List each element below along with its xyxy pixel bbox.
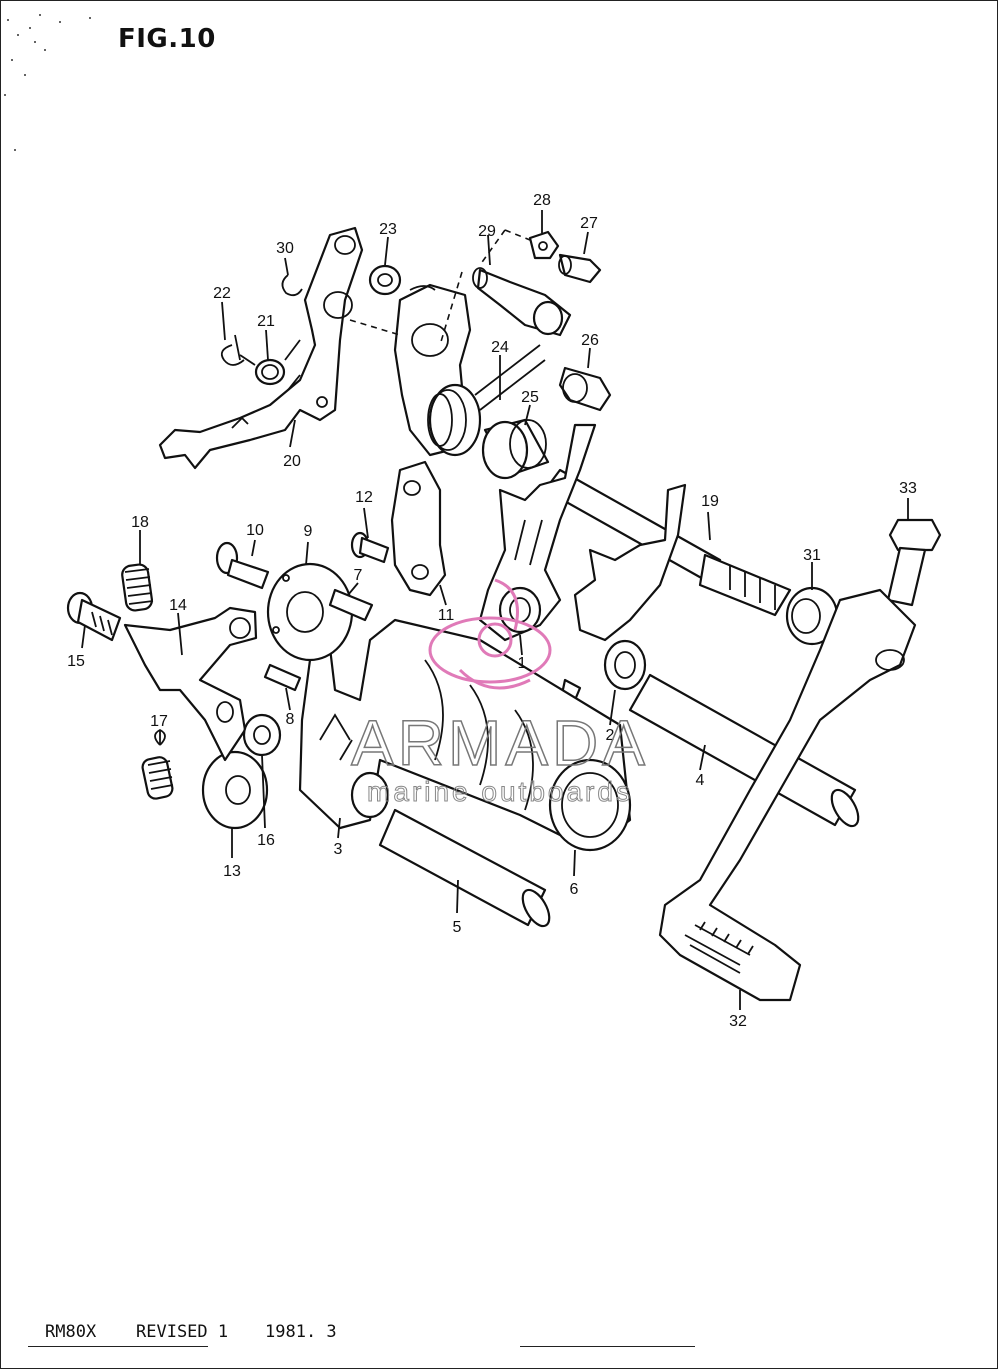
footer-rule-left [28,1346,208,1347]
part-label-26: 26 [581,332,599,349]
part-label-16: 16 [257,832,275,849]
pedal-bolt [886,518,942,607]
figure-title: FIG.10 [118,24,216,54]
part-label-3: 3 [334,841,343,858]
part-label-17: 17 [150,713,168,730]
stopper-plate-13 [201,750,269,830]
footer-revision: REVISED 1 [136,1322,229,1342]
part-label-15: 15 [67,653,85,670]
watermark-brand: ARMADA [351,707,649,779]
cam-guide-11 [390,460,447,597]
cam-shaft-5 [378,808,551,928]
stopper-arm-14 [123,606,258,762]
part-label-22: 22 [213,285,231,302]
part-label-29: 29 [478,223,496,240]
part-label-11: 11 [438,607,455,624]
leader-dashed-29 [479,229,531,266]
part-label-5: 5 [453,919,462,936]
watermark-logo-mark [428,578,552,690]
part-label-19: 19 [701,493,719,510]
return-spring [427,344,546,457]
nut-28 [528,230,560,260]
footer-model: RM80X [45,1322,97,1342]
part-label-25: 25 [521,389,539,406]
gearshift-pedal [658,588,917,1002]
part-label-28: 28 [533,192,551,209]
pawl-spring [239,339,301,386]
pawl-clip [220,334,245,366]
part-label-32: 32 [729,1013,747,1030]
cam-pin-7 [328,588,374,622]
assembly-guide-dashed [349,271,463,346]
part-label-33: 33 [899,480,917,497]
part-label-6: 6 [570,881,579,898]
gearshift-cam [298,618,632,852]
screw-12 [350,531,390,564]
spring-17 [141,728,174,800]
bolt-15 [66,591,122,642]
leader-lines [81,210,909,1010]
retaining-clip [281,274,303,297]
part-label-9: 9 [304,523,313,540]
shaft-bush [481,418,550,480]
screw-10 [215,541,270,590]
part-label-4: 4 [696,772,705,789]
part-label-20: 20 [283,453,301,470]
part-label-1: 1 [518,655,527,672]
cam-stopper-bolt [472,267,572,337]
scan-noise [4,14,91,151]
footer-date: 1981. 3 [265,1322,337,1342]
watermark: ARMADA marine outboards [350,578,649,808]
pin-8 [263,663,302,692]
part-label-14: 14 [169,597,187,614]
part-number-labels: 1 2 3 4 5 6 7 8 9 10 11 12 13 14 15 16 1… [67,192,917,1030]
footer-rule-right [520,1346,695,1347]
part-label-30: 30 [276,240,294,257]
part-label-8: 8 [286,711,295,728]
gearshift-pawl-arm [158,226,364,470]
bolt-27 [558,253,602,284]
part-label-7: 7 [354,567,363,584]
watermark-tagline: marine outboards [367,776,633,807]
washer-16 [242,713,282,757]
part-label-24: 24 [491,339,509,356]
part-label-18: 18 [131,514,149,531]
part-label-13: 13 [223,863,241,880]
part-label-23: 23 [379,221,397,238]
part-label-12: 12 [355,489,373,506]
part-label-27: 27 [580,215,598,232]
spring-18 [121,563,154,612]
part-label-10: 10 [246,522,264,539]
part-label-21: 21 [257,313,275,330]
part-label-31: 31 [803,547,821,564]
bolt-26 [558,366,612,412]
part-label-2: 2 [606,727,615,744]
cam-driven-gear [266,562,354,662]
